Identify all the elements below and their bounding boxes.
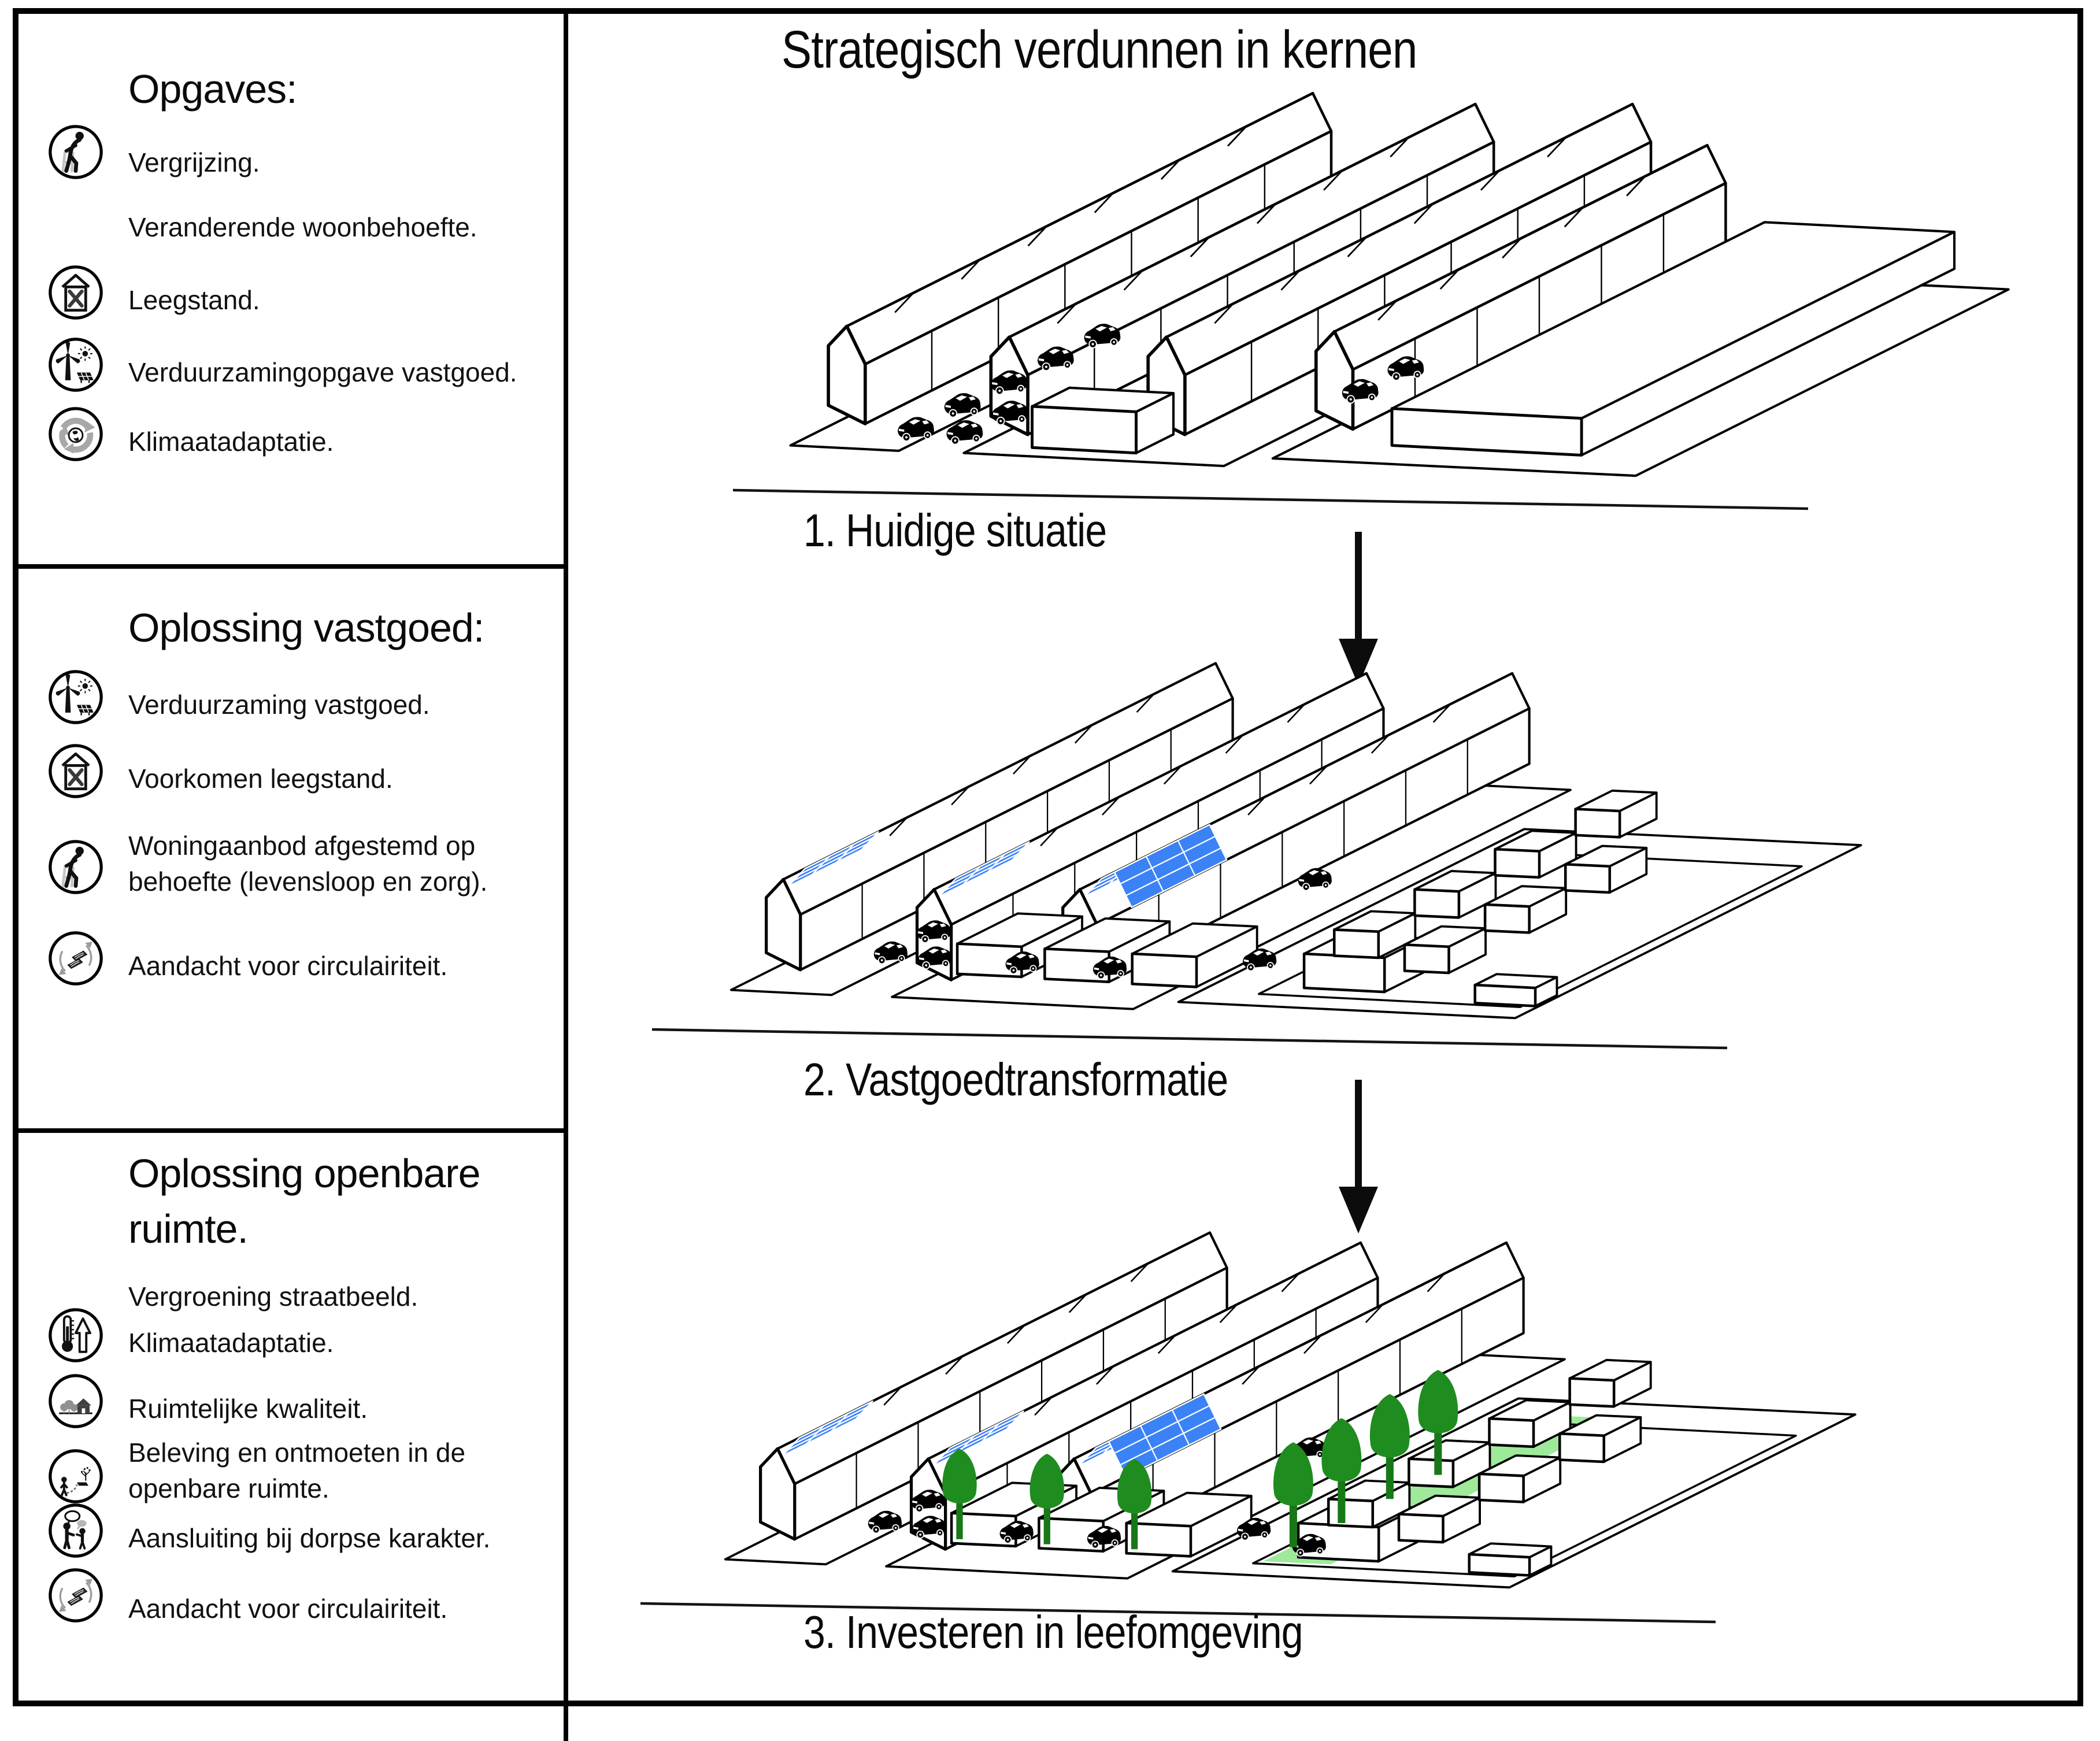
- section-heading-oplossing-vastgoed: Oplossing vastgoed:: [128, 605, 484, 650]
- wind-solar-icon: [48, 669, 103, 725]
- sidebar-right-border: [564, 8, 568, 1741]
- sidebar-item-verduurzaming-vastgoed: Verduurzaming vastgoed.: [128, 690, 430, 720]
- sidebar-item-verduurzamingopgave: Verduurzamingopgave vastgoed.: [128, 357, 517, 387]
- elderly-walker-icon: [48, 839, 103, 895]
- circular-materials-icon: [48, 1568, 103, 1623]
- sidebar-item-klimaatadaptatie-2: Klimaatadaptatie.: [128, 1328, 334, 1358]
- stage-2-illustration: [729, 662, 1862, 1020]
- sidebar-item-circulairiteit-2: Aandacht voor circulairiteit.: [128, 1594, 448, 1624]
- main-title: Strategisch verdunnen in kernen: [782, 20, 1417, 79]
- arrow-down-icon: [1339, 532, 1378, 686]
- sidebar-divider-2: [13, 1128, 564, 1133]
- dialogue-icon: [48, 1503, 103, 1558]
- sidebar-divider-1: [13, 564, 564, 569]
- sidebar-item-vergrijzing: Vergrijzing.: [128, 147, 260, 177]
- stage-1-illustration: [789, 92, 2010, 477]
- recycle-globe-icon: [48, 406, 103, 462]
- stage-3-label: 3. Investeren in leefomgeving: [803, 1606, 1303, 1658]
- stage-3-separator: [640, 1602, 1716, 1624]
- stage-1-label: 1. Huidige situatie: [803, 505, 1107, 556]
- stage-2-separator: [651, 1028, 1728, 1050]
- elderly-walker-icon: [48, 124, 103, 180]
- circular-materials-icon: [48, 931, 103, 986]
- sidebar-item-leegstand: Leegstand.: [128, 285, 260, 315]
- sidebar-item-circulairiteit-1: Aandacht voor circulairiteit.: [128, 951, 448, 981]
- sidebar-item-ruimtelijke-kwaliteit: Ruimtelijke kwaliteit.: [128, 1394, 368, 1424]
- sidebar-item-beleving: Beleving en ontmoeten in de openbare rui…: [128, 1438, 466, 1503]
- stage-1-separator: [732, 488, 1809, 510]
- section-heading-oplossing-openbare-ruimte: Oplossing openbare ruimte.: [128, 1151, 481, 1251]
- vacant-house-icon: [48, 743, 103, 799]
- sidebar-item-dorpse-karakter: Aansluiting bij dorpse karakter.: [128, 1523, 491, 1553]
- wind-solar-icon: [48, 337, 103, 392]
- arrow-down-icon: [1339, 1080, 1378, 1233]
- figure-border: [13, 8, 2083, 1706]
- landscape-icon: [48, 1373, 103, 1429]
- public-space-icon: [48, 1449, 103, 1504]
- stage-3-illustration: [724, 1231, 1857, 1589]
- sidebar-item-vergroening: Vergroening straatbeeld.: [128, 1281, 418, 1312]
- sidebar-item-woningaanbod: Woningaanbod afgestemd op behoefte (leve…: [128, 831, 488, 897]
- stage-2-label: 2. Vastgoedtransformatie: [803, 1054, 1228, 1105]
- sidebar-item-klimaatadaptatie-1: Klimaatadaptatie.: [128, 427, 334, 457]
- sidebar-item-voorkomen-leegstand: Voorkomen leegstand.: [128, 764, 393, 794]
- section-heading-opgaves: Opgaves:: [128, 66, 298, 112]
- sidebar-item-woonbehoefte: Veranderende woonbehoefte.: [128, 212, 477, 242]
- vacant-house-icon: [48, 265, 103, 320]
- thermometer-icon: [48, 1307, 103, 1363]
